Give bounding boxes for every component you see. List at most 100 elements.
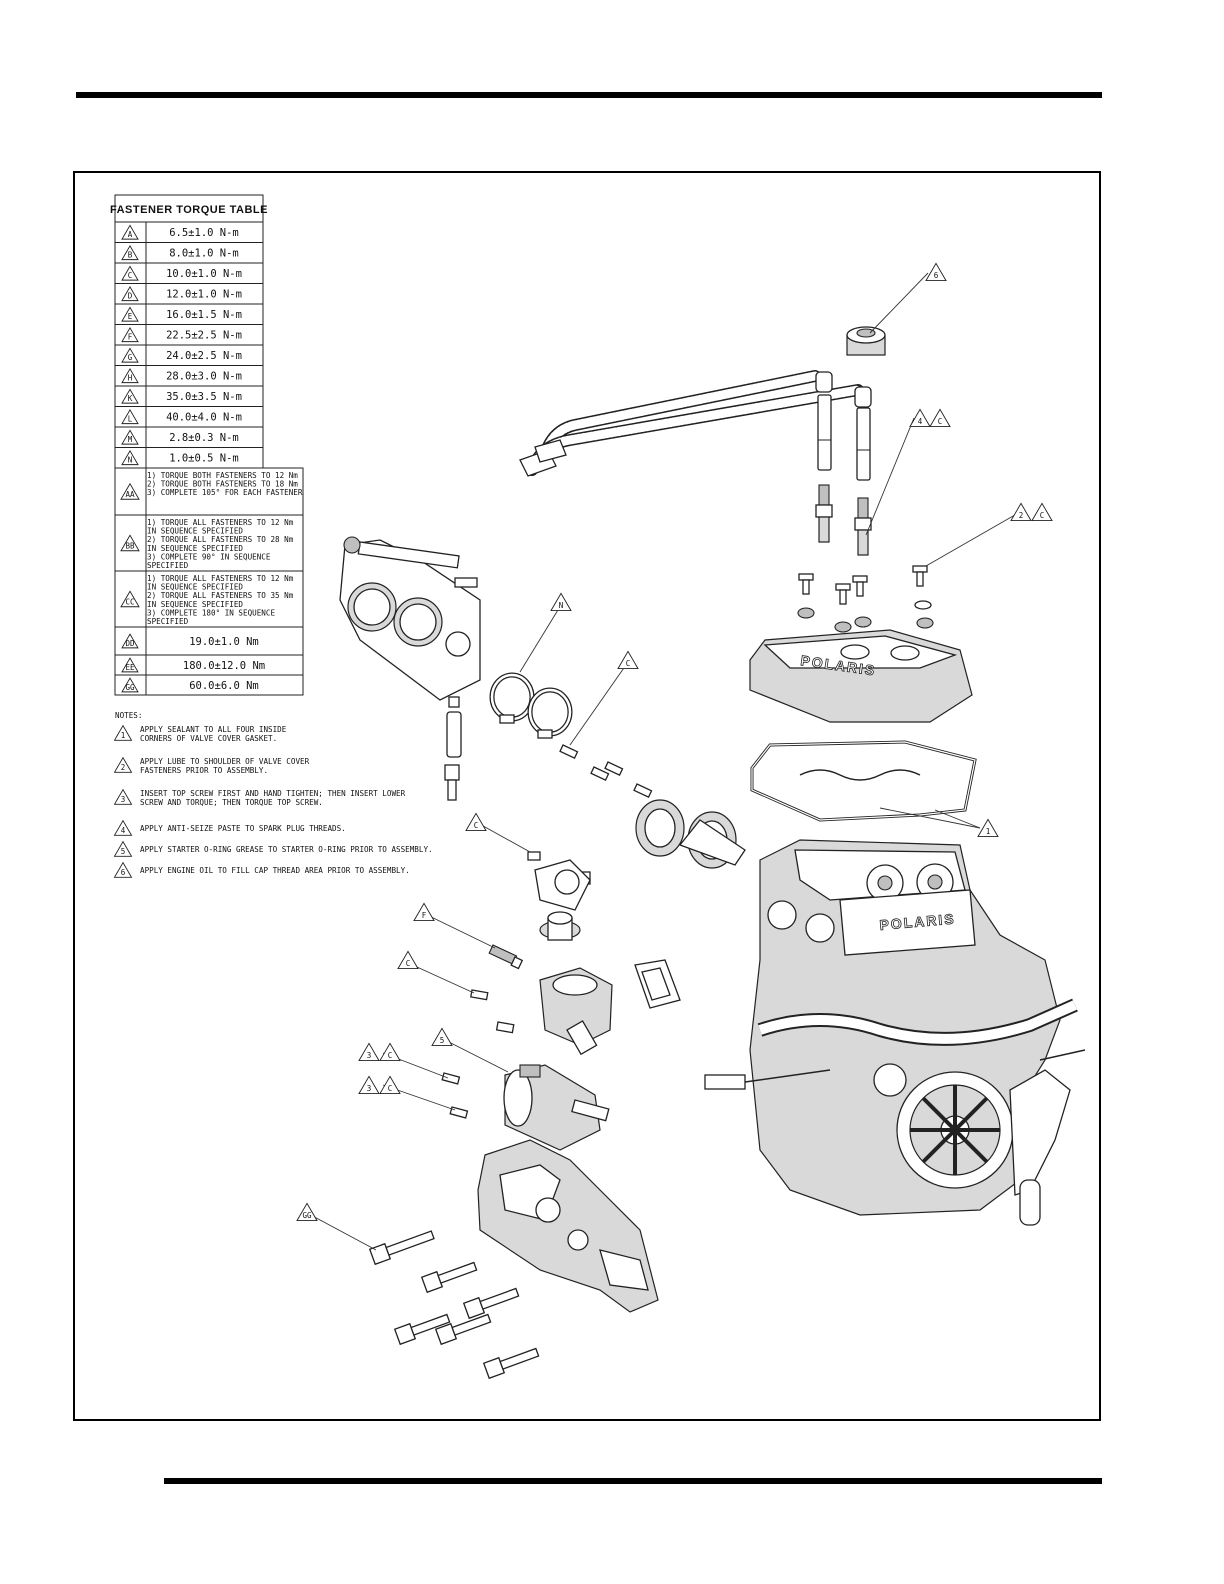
- sequence-CC-line: IN SEQUENCE SPECIFIED: [147, 583, 243, 592]
- callout-c3bc-label: C: [388, 1084, 393, 1093]
- torque-value-D: 12.0±1.0 N-m: [166, 289, 242, 301]
- torque-key-L: L: [121, 408, 139, 425]
- note-marker-3-label: 3: [121, 795, 126, 804]
- callout-c3b: 3: [358, 1075, 380, 1095]
- torque-key-C: C: [121, 265, 139, 281]
- sequence-CC-line: 2) TORQUE ALL FASTENERS TO 35 Nm: [147, 591, 294, 600]
- callout-c3a: 3: [358, 1042, 380, 1062]
- callout-cC2-label: C: [474, 821, 479, 830]
- sequence-CC-line: IN SEQUENCE SPECIFIED: [147, 600, 243, 609]
- note-marker-5-label: 5: [121, 847, 126, 856]
- torque-table-title: FASTENER TORQUE TABLE: [110, 204, 268, 216]
- misc-bolts: [441, 989, 515, 1119]
- callout-c1: 1: [977, 818, 999, 838]
- note-marker-1-label: 1: [121, 731, 126, 740]
- callout-cN: N: [550, 592, 572, 612]
- torque-value-L: 40.0±4.0 N-m: [166, 412, 242, 424]
- note-marker-5: 5: [113, 840, 133, 857]
- coolant-fittings: [444, 696, 462, 801]
- engine-block: POLARIS: [704, 839, 1086, 1226]
- callout-c2c: C: [1031, 502, 1053, 522]
- note-6-text: APPLY ENGINE OIL TO FILL CAP THREAD AREA…: [140, 866, 410, 875]
- torque-key-GG: GG: [121, 677, 139, 693]
- callout-c3ac-label: C: [388, 1051, 393, 1060]
- torque-key-E-label: E: [128, 312, 133, 321]
- callout-cC3: C: [397, 950, 419, 970]
- sequence-BB-line: 1) TORQUE ALL FASTENERS TO 12 Nm: [147, 518, 294, 527]
- note-3-text: INSERT TOP SCREW FIRST AND HAND TIGHTEN;…: [140, 789, 406, 798]
- torque-key-D: D: [121, 285, 139, 302]
- callout-c4c: C: [929, 408, 951, 428]
- sequence-AA-line: 3) COMPLETE 105° FOR EACH FASTENER: [147, 488, 303, 497]
- torque-key-M: M: [121, 429, 139, 445]
- torque-key-CC-label: CC: [125, 597, 134, 606]
- callout-cF: F: [413, 902, 435, 922]
- ignition-coil-wires: [519, 370, 872, 481]
- torque-key-A-label: A: [128, 230, 133, 239]
- torque-value-N: 1.0±0.5 N-m: [169, 453, 239, 465]
- sequence-BB-line: IN SEQUENCE SPECIFIED: [147, 527, 243, 536]
- torque-key-N-label: N: [128, 456, 133, 465]
- torque-value-F: 22.5±2.5 N-m: [166, 330, 242, 342]
- torque-key-K: K: [121, 388, 139, 404]
- engine-block-brand: POLARIS: [879, 910, 956, 933]
- torque-key-L-label: L: [128, 415, 133, 424]
- callout-cC1: C: [617, 650, 639, 670]
- valve-cover: POLARIS: [749, 629, 973, 723]
- torque-key-E: E: [121, 306, 139, 322]
- temperature-sensor: [488, 944, 524, 970]
- callout-cC2: C: [465, 812, 487, 832]
- torque-key-AA: AA: [120, 482, 140, 500]
- note-5-text: APPLY STARTER O-RING GREASE TO STARTER O…: [140, 845, 433, 854]
- note-1-text: APPLY SEALANT TO ALL FOUR INSIDE: [140, 725, 287, 734]
- torque-value-EE: 180.0±12.0 Nm: [183, 660, 265, 672]
- torque-value-C: 10.0±1.0 N-m: [166, 268, 242, 280]
- intake-boots: [635, 799, 746, 869]
- note-marker-6: 6: [113, 861, 133, 878]
- oil-fill-cap: [846, 326, 886, 356]
- callout-c4: 4: [909, 408, 931, 428]
- note-marker-4: 4: [113, 819, 133, 836]
- note-marker-2-label: 2: [121, 763, 126, 772]
- spark-plugs: [815, 484, 872, 556]
- sequence-CC-line: 1) TORQUE ALL FASTENERS TO 12 Nm: [147, 574, 294, 583]
- torque-key-F: F: [121, 326, 139, 343]
- callout-c3a-label: 3: [367, 1051, 372, 1060]
- callout-c3b-label: 3: [367, 1084, 372, 1093]
- starter-motor: [503, 1064, 610, 1151]
- torque-key-GG-label: GG: [125, 683, 135, 692]
- torque-key-BB: BB: [120, 534, 140, 552]
- note-marker-6-label: 6: [121, 868, 126, 877]
- note-1-text: CORNERS OF VALVE COVER GASKET.: [140, 734, 277, 743]
- sequence-CC-line: 3) COMPLETE 180° IN SEQUENCE: [147, 608, 275, 617]
- callout-c2: 2: [1010, 502, 1032, 522]
- torque-key-DD: DD: [121, 633, 139, 649]
- note-2-text: FASTENERS PRIOR TO ASSEMBLY.: [140, 766, 268, 775]
- sequence-BB-line: SPECIFIED: [147, 561, 189, 570]
- callout-c3ac: C: [379, 1042, 401, 1062]
- torque-value-K: 35.0±3.5 N-m: [166, 391, 242, 403]
- callout-c5-label: 5: [440, 1036, 445, 1045]
- sequence-BB-line: 2) TORQUE ALL FASTENERS TO 28 Nm: [147, 535, 294, 544]
- torque-key-EE: EE: [121, 657, 139, 673]
- torque-value-DD: 19.0±1.0 Nm: [189, 636, 259, 648]
- note-4-text: APPLY ANTI-SEIZE PASTE TO SPARK PLUG THR…: [140, 824, 346, 833]
- header-rule: [76, 92, 1102, 98]
- callout-c4c-label: C: [938, 417, 943, 426]
- torque-key-G-label: G: [128, 353, 133, 362]
- callout-cC3-label: C: [406, 959, 411, 968]
- sequence-BB-line: 3) COMPLETE 90° IN SEQUENCE: [147, 552, 271, 561]
- throttle-body: [339, 536, 481, 701]
- sequence-AA-line: 1) TORQUE BOTH FASTENERS TO 12 Nm: [147, 471, 298, 480]
- note-marker-3: 3: [113, 788, 133, 805]
- torque-key-D-label: D: [128, 292, 133, 301]
- callout-cF-label: F: [422, 911, 427, 920]
- torque-key-A: A: [121, 224, 139, 240]
- valve-cover-bolts: [797, 565, 934, 633]
- torque-key-B-label: B: [128, 251, 133, 260]
- diagram-frame: [73, 171, 1101, 1421]
- torque-key-K-label: K: [128, 394, 133, 403]
